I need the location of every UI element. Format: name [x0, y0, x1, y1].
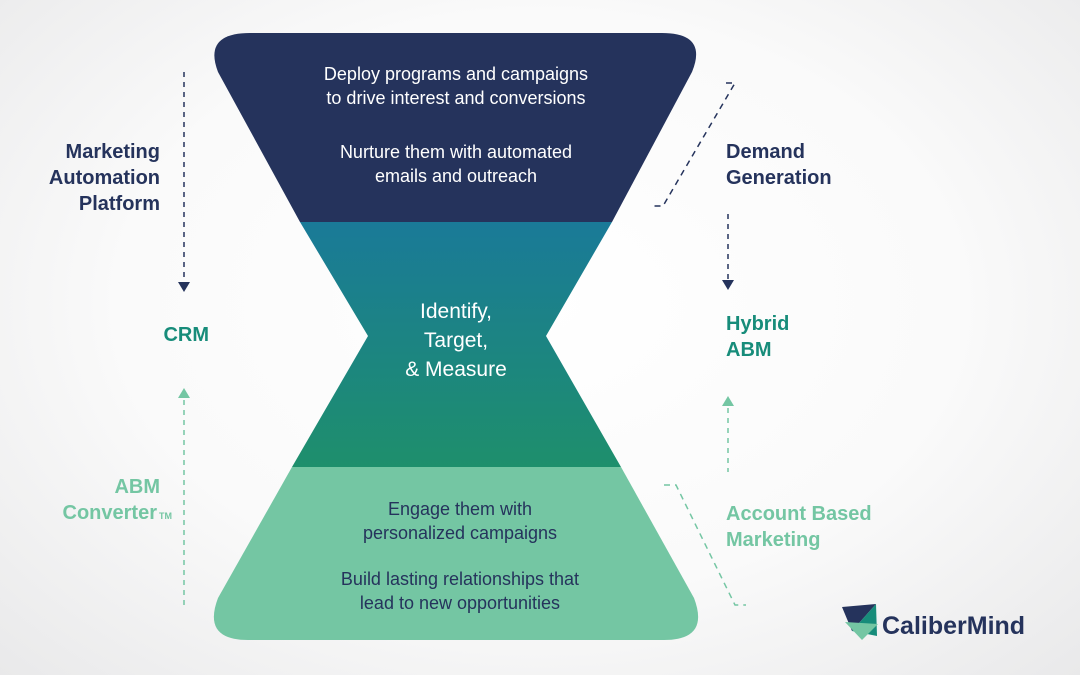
account-based-marketing-bracket	[664, 484, 746, 606]
crm-label: CRM	[163, 324, 209, 346]
calibermind-logo-icon	[842, 604, 878, 640]
abm-up-arrowhead-icon	[722, 396, 734, 406]
funnel-middle-section	[292, 222, 621, 467]
hybrid-abm-label: Hybrid ABM	[726, 311, 846, 363]
funnel-top-section	[214, 33, 697, 222]
demand-generation-line-1: Demand	[726, 141, 805, 163]
demand-down-arrowhead-icon	[722, 280, 734, 290]
map-label-line-3: Platform	[78, 193, 160, 215]
funnel-bottom-section	[213, 467, 699, 640]
demand-generation-bracket	[652, 82, 737, 207]
map-label-line-2: Automation	[48, 167, 160, 189]
map-label-line-1: Marketing	[65, 141, 160, 163]
funnel-top-line-3: Nurture them with automated	[339, 142, 573, 162]
funnel-bottom-line-2: personalized campaigns	[362, 523, 558, 543]
demand-generation-label: Demand Generation	[726, 139, 886, 191]
converter-up-arrowhead-icon	[178, 388, 190, 398]
abm-converter-line-1: ABM	[114, 476, 160, 498]
funnel-middle-line-1: Identify,	[420, 300, 492, 323]
funnel-top-text: Deploy programs and campaigns to drive i…	[260, 62, 652, 188]
funnel-bottom-line-1: Engage them with	[387, 499, 533, 519]
funnel-middle-text: Identify, Target, & Measure	[356, 297, 556, 384]
funnel-bottom-text: Engage them with personalized campaigns …	[264, 497, 656, 615]
account-based-marketing-label: Account Based Marketing	[726, 501, 906, 553]
funnel-bottom-line-4: lead to new opportunities	[359, 593, 561, 613]
hybrid-abm-line-1: Hybrid	[726, 313, 790, 335]
funnel-top-line-1: Deploy programs and campaigns	[323, 64, 589, 84]
calibermind-logo-text: CaliberMind	[882, 612, 1026, 640]
funnel-top-line-4: emails and outreach	[374, 166, 538, 186]
abm-marketing-line-2: Marketing	[726, 529, 821, 551]
funnel-middle-line-3: & Measure	[405, 358, 507, 381]
funnel-middle-line-2: Target,	[423, 329, 489, 352]
funnel-top-line-2: to drive interest and conversions	[326, 88, 586, 108]
demand-generation-line-2: Generation	[726, 167, 832, 189]
marketing-automation-platform-label: Marketing Automation Platform	[20, 139, 160, 217]
trademark-mark: TM	[159, 511, 172, 521]
abm-converter-word: Converter	[62, 502, 157, 524]
funnel-bottom-line-3: Build lasting relationships that	[340, 569, 580, 589]
abm-marketing-line-1: Account Based	[726, 503, 872, 525]
map-down-arrowhead-icon	[178, 282, 190, 292]
hybrid-abm-line-2: ABM	[726, 339, 772, 361]
